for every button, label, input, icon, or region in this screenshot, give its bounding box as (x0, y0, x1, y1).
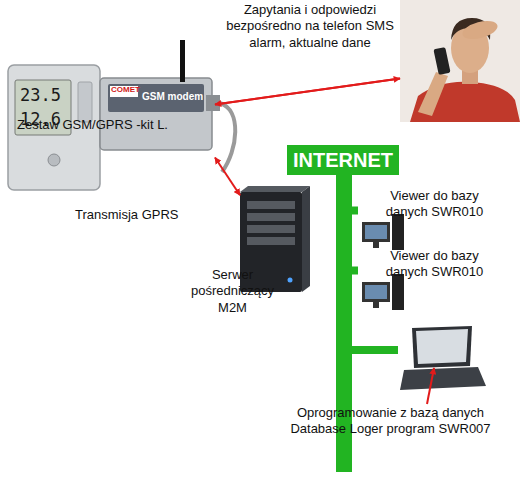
logger-side-panel (78, 82, 92, 122)
arm (418, 72, 448, 116)
device-text: COMET (111, 86, 140, 95)
node-label: Viewer do bazy danych SWR010 (372, 188, 497, 221)
monitor-screen (365, 225, 387, 239)
network-branch (343, 175, 358, 211)
cable (220, 103, 235, 172)
laptop-lid (412, 326, 472, 368)
server-bay (247, 213, 295, 221)
transmission-arrow (215, 78, 400, 104)
node-label: Zapytania i odpowiedzi bezpośredno na te… (215, 2, 405, 51)
server: Serwer pośredniczący M2M (240, 192, 302, 292)
node-label: Serwer pośredniczący M2M (185, 267, 280, 316)
server-top (240, 186, 310, 192)
internet-band: INTERNET (287, 145, 399, 175)
pc-tower (392, 274, 404, 310)
modem-label-panel (108, 84, 204, 112)
modem-body (100, 78, 212, 150)
node-label: INTERNET (287, 145, 399, 175)
node-label: Oprogramowanie z bazą danych Database Lo… (288, 405, 493, 438)
antenna (180, 40, 185, 82)
monitor-stand (373, 302, 379, 308)
modem-connector (206, 95, 220, 111)
server-light (288, 278, 293, 283)
laptop-base (400, 367, 486, 390)
network-branch (343, 175, 398, 350)
hand (461, 18, 500, 43)
viewer-station: Viewer do bazy danych SWR010 (358, 183, 503, 238)
phone-user: Zapytania i odpowiedzi bezpośredno na te… (400, 0, 520, 122)
laptop-station: Oprogramowanie z bazą danych Database Lo… (398, 325, 483, 375)
device-text: GSM modem (142, 91, 203, 102)
server-bay (247, 237, 295, 245)
transmission-arrow (215, 78, 400, 104)
monitor (362, 222, 390, 242)
photo-background (400, 0, 520, 122)
viewer-station: Viewer do bazy danych SWR010 (358, 243, 503, 298)
node-label: Viewer do bazy danych SWR010 (372, 248, 497, 281)
pc-tower (392, 214, 404, 250)
monitor-screen (365, 285, 387, 299)
device-text: 23.5 (20, 86, 61, 105)
laptop-screen (416, 329, 468, 364)
transmission-arrow (215, 158, 240, 196)
mobile-phone (433, 47, 450, 75)
monitor (362, 282, 390, 302)
server-side (302, 186, 310, 292)
network-branch (343, 175, 358, 271)
logger-button (48, 154, 60, 166)
server-bay (247, 201, 295, 209)
edge-label: Transmisja GPRS (75, 207, 179, 223)
monitor-stand (373, 242, 379, 248)
server-bay (247, 225, 295, 233)
leader-arrow (427, 368, 434, 404)
device-text: 12.6 (20, 110, 61, 129)
